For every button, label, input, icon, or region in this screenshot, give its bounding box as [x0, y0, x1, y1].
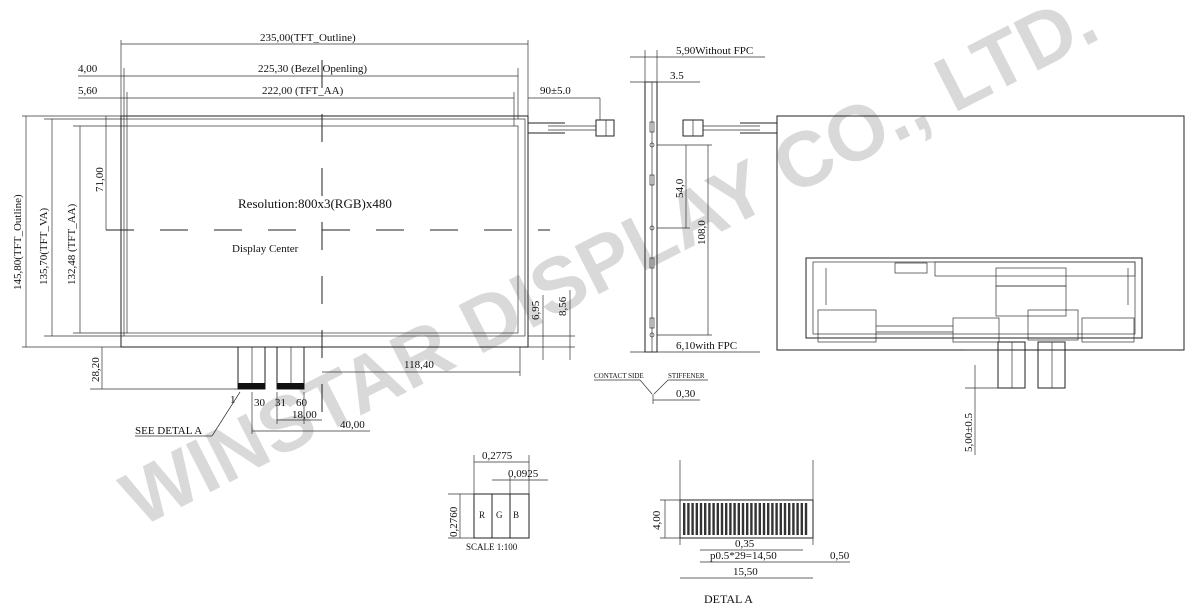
- pixel-cell: [473, 493, 530, 539]
- display-center-label: Display Center: [232, 243, 299, 255]
- detail-pin: [788, 503, 791, 535]
- dim-bottom-695: 6,95: [530, 300, 542, 320]
- dim-bottom-856: 8,56: [557, 296, 569, 316]
- fpc-tail-left: [237, 346, 266, 390]
- watermark-text: WINSTAR DISPLAY CO., LTD.: [108, 0, 1111, 543]
- detail-pin: [699, 503, 703, 535]
- resolution-label: Resolution:800x3(RGB)x480: [238, 196, 392, 211]
- dim-side-030: 0,30: [676, 388, 696, 400]
- detail-pin: [767, 503, 770, 535]
- detail-pin: [741, 503, 745, 535]
- dim-va-height: 135,70(TFT_VA): [38, 208, 50, 285]
- fpc-connector: [595, 119, 615, 137]
- pixel-detail: R G B 0,2775 0,0925 0,2760 SCALE 1:100: [448, 450, 548, 552]
- detail-pin: [712, 503, 715, 535]
- front-view: 235,00(TFT_Outline) 225,30 (Bezel Openli…: [12, 32, 615, 437]
- subpixel-b: B: [513, 510, 519, 520]
- pin-30-label: 30: [254, 397, 266, 409]
- dim-side-1080: 108,0: [696, 220, 708, 245]
- pin-60-label: 60: [296, 397, 308, 409]
- dim-detail-pitch: p0.5*29=14,50: [710, 550, 777, 562]
- dim-detail-total: 15,50: [733, 566, 758, 578]
- dim-center-71: 71,00: [94, 167, 106, 192]
- detail-pin: [762, 503, 766, 535]
- detail-pin: [725, 503, 728, 535]
- detail-pin: [775, 503, 778, 535]
- fpc-pads-left: [238, 383, 265, 389]
- stiffener-label: STIFFENER: [668, 372, 705, 380]
- dim-outline-width: 235,00(TFT_Outline): [260, 32, 356, 44]
- back-view: 5,00±0.5: [682, 115, 1185, 455]
- contact-side-label: CONTACT SIDE: [594, 372, 644, 380]
- dim-side-540: 54,0: [674, 178, 686, 198]
- dim-detail-pin-width: 0,35: [735, 538, 755, 550]
- subpixel-r: R: [479, 510, 485, 520]
- dim-fpc-4000: 40,00: [340, 419, 365, 431]
- detail-pin: [720, 503, 724, 535]
- tft-outline: [120, 115, 529, 348]
- detail-pad-area: [679, 499, 814, 539]
- dim-pixel-width: 0,2775: [482, 450, 513, 462]
- side-view: 5,90Without FPC 3.5 54,0 108,0 6,10with …: [594, 45, 765, 404]
- pixel-scale-label: SCALE 1:100: [466, 542, 518, 552]
- dim-left-400: 4,00: [78, 63, 98, 75]
- dim-aa-width: 222,00 (TFT_AA): [262, 85, 344, 97]
- bezel-opening: [123, 118, 526, 337]
- dim-fpc-1800: 18,00: [292, 409, 317, 421]
- dim-detail-height: 4,00: [651, 510, 663, 530]
- detail-pins: [683, 503, 808, 535]
- dim-outline-height: 145,80(TFT_Outline): [12, 194, 24, 290]
- dim-side-35: 3.5: [670, 70, 684, 82]
- detail-pin: [737, 503, 740, 535]
- back-pcb-frame: [805, 257, 1143, 339]
- dim-pixel-height: 0,2760: [448, 506, 460, 537]
- dim-bezel-width: 225,30 (Bezel Openling): [258, 63, 367, 75]
- dim-with-fpc: 6,10with FPC: [676, 340, 737, 352]
- detail-pin: [729, 503, 732, 535]
- detail-pin: [754, 503, 757, 535]
- dim-center-11840: 118,40: [404, 359, 434, 371]
- detail-pin: [746, 503, 749, 535]
- detail-a: 4,00 0,35 p0.5*29=14,50 0,50 15,50 DETAL…: [651, 460, 850, 606]
- detail-pin: [783, 503, 787, 535]
- detail-pin: [691, 503, 694, 535]
- detail-a-title: DETAL A: [704, 592, 753, 606]
- detail-pin: [687, 503, 690, 535]
- dim-aa-height: 132,48 (TFT_AA): [66, 203, 78, 285]
- detail-pin: [750, 503, 753, 535]
- dim-detail-end: 0,50: [830, 550, 850, 562]
- dim-fpc-2820: 28,20: [90, 357, 102, 382]
- detail-pin: [804, 503, 808, 535]
- detail-pin: [708, 503, 711, 535]
- dim-back-fpc-height: 5,00±0.5: [963, 412, 975, 452]
- detail-pin: [800, 503, 803, 535]
- dim-left-560: 5,60: [78, 85, 98, 97]
- detail-pin: [704, 503, 707, 535]
- dim-subpixel-width: 0,0925: [508, 468, 539, 480]
- pin-31-label: 31: [275, 397, 286, 409]
- fpc-pads-right: [277, 383, 304, 389]
- detail-pin: [796, 503, 799, 535]
- detail-pin: [716, 503, 719, 535]
- detail-pin: [683, 503, 686, 535]
- detail-pin: [779, 503, 782, 535]
- subpixel-g: G: [496, 510, 503, 520]
- detail-pin: [771, 503, 774, 535]
- see-detail-a-label: SEE DETAL A: [135, 425, 202, 437]
- detail-pin: [733, 503, 736, 535]
- detail-pin: [695, 503, 698, 535]
- dim-fpc-length: 90±5.0: [540, 85, 571, 97]
- dim-without-fpc: 5,90Without FPC: [676, 45, 753, 57]
- pin-1-label: 1: [230, 394, 236, 406]
- detail-pin: [792, 503, 795, 535]
- detail-pin: [758, 503, 761, 535]
